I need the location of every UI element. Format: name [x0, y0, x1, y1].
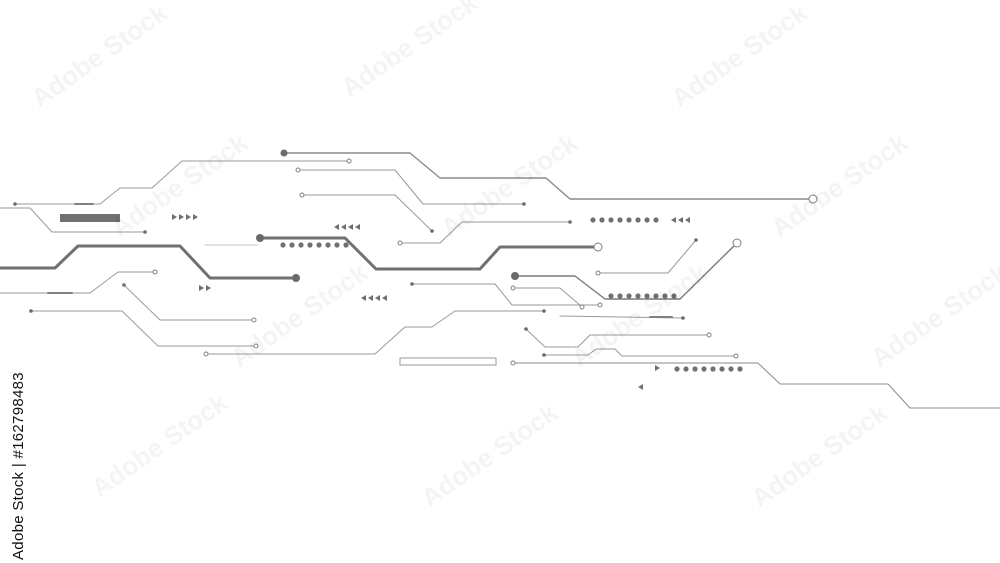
trace-j — [512, 287, 583, 308]
trace-f — [30, 310, 257, 347]
dot-rows — [280, 217, 743, 372]
main-trace-left — [0, 244, 298, 280]
trace-d — [0, 271, 156, 294]
main-trace-center — [258, 236, 600, 271]
trace-g — [205, 310, 545, 355]
trace-i — [597, 239, 697, 274]
outline-bar — [399, 357, 497, 366]
trace-e — [123, 284, 255, 321]
trace-l — [543, 348, 737, 357]
trace-h — [411, 283, 601, 306]
trace-a — [297, 169, 525, 205]
trace-k — [525, 328, 710, 348]
trace-b — [301, 194, 433, 232]
trace-c — [399, 221, 571, 244]
top-left-trace — [14, 160, 350, 205]
top-trace-long — [283, 152, 814, 200]
trace-right-dots — [514, 242, 738, 300]
trace-m — [512, 362, 1000, 409]
left-bend-trace — [0, 207, 146, 233]
arrow-marks — [172, 214, 690, 390]
stock-id-label: Adobe Stock | #162798483 — [10, 372, 27, 560]
solid-bar — [60, 214, 120, 222]
